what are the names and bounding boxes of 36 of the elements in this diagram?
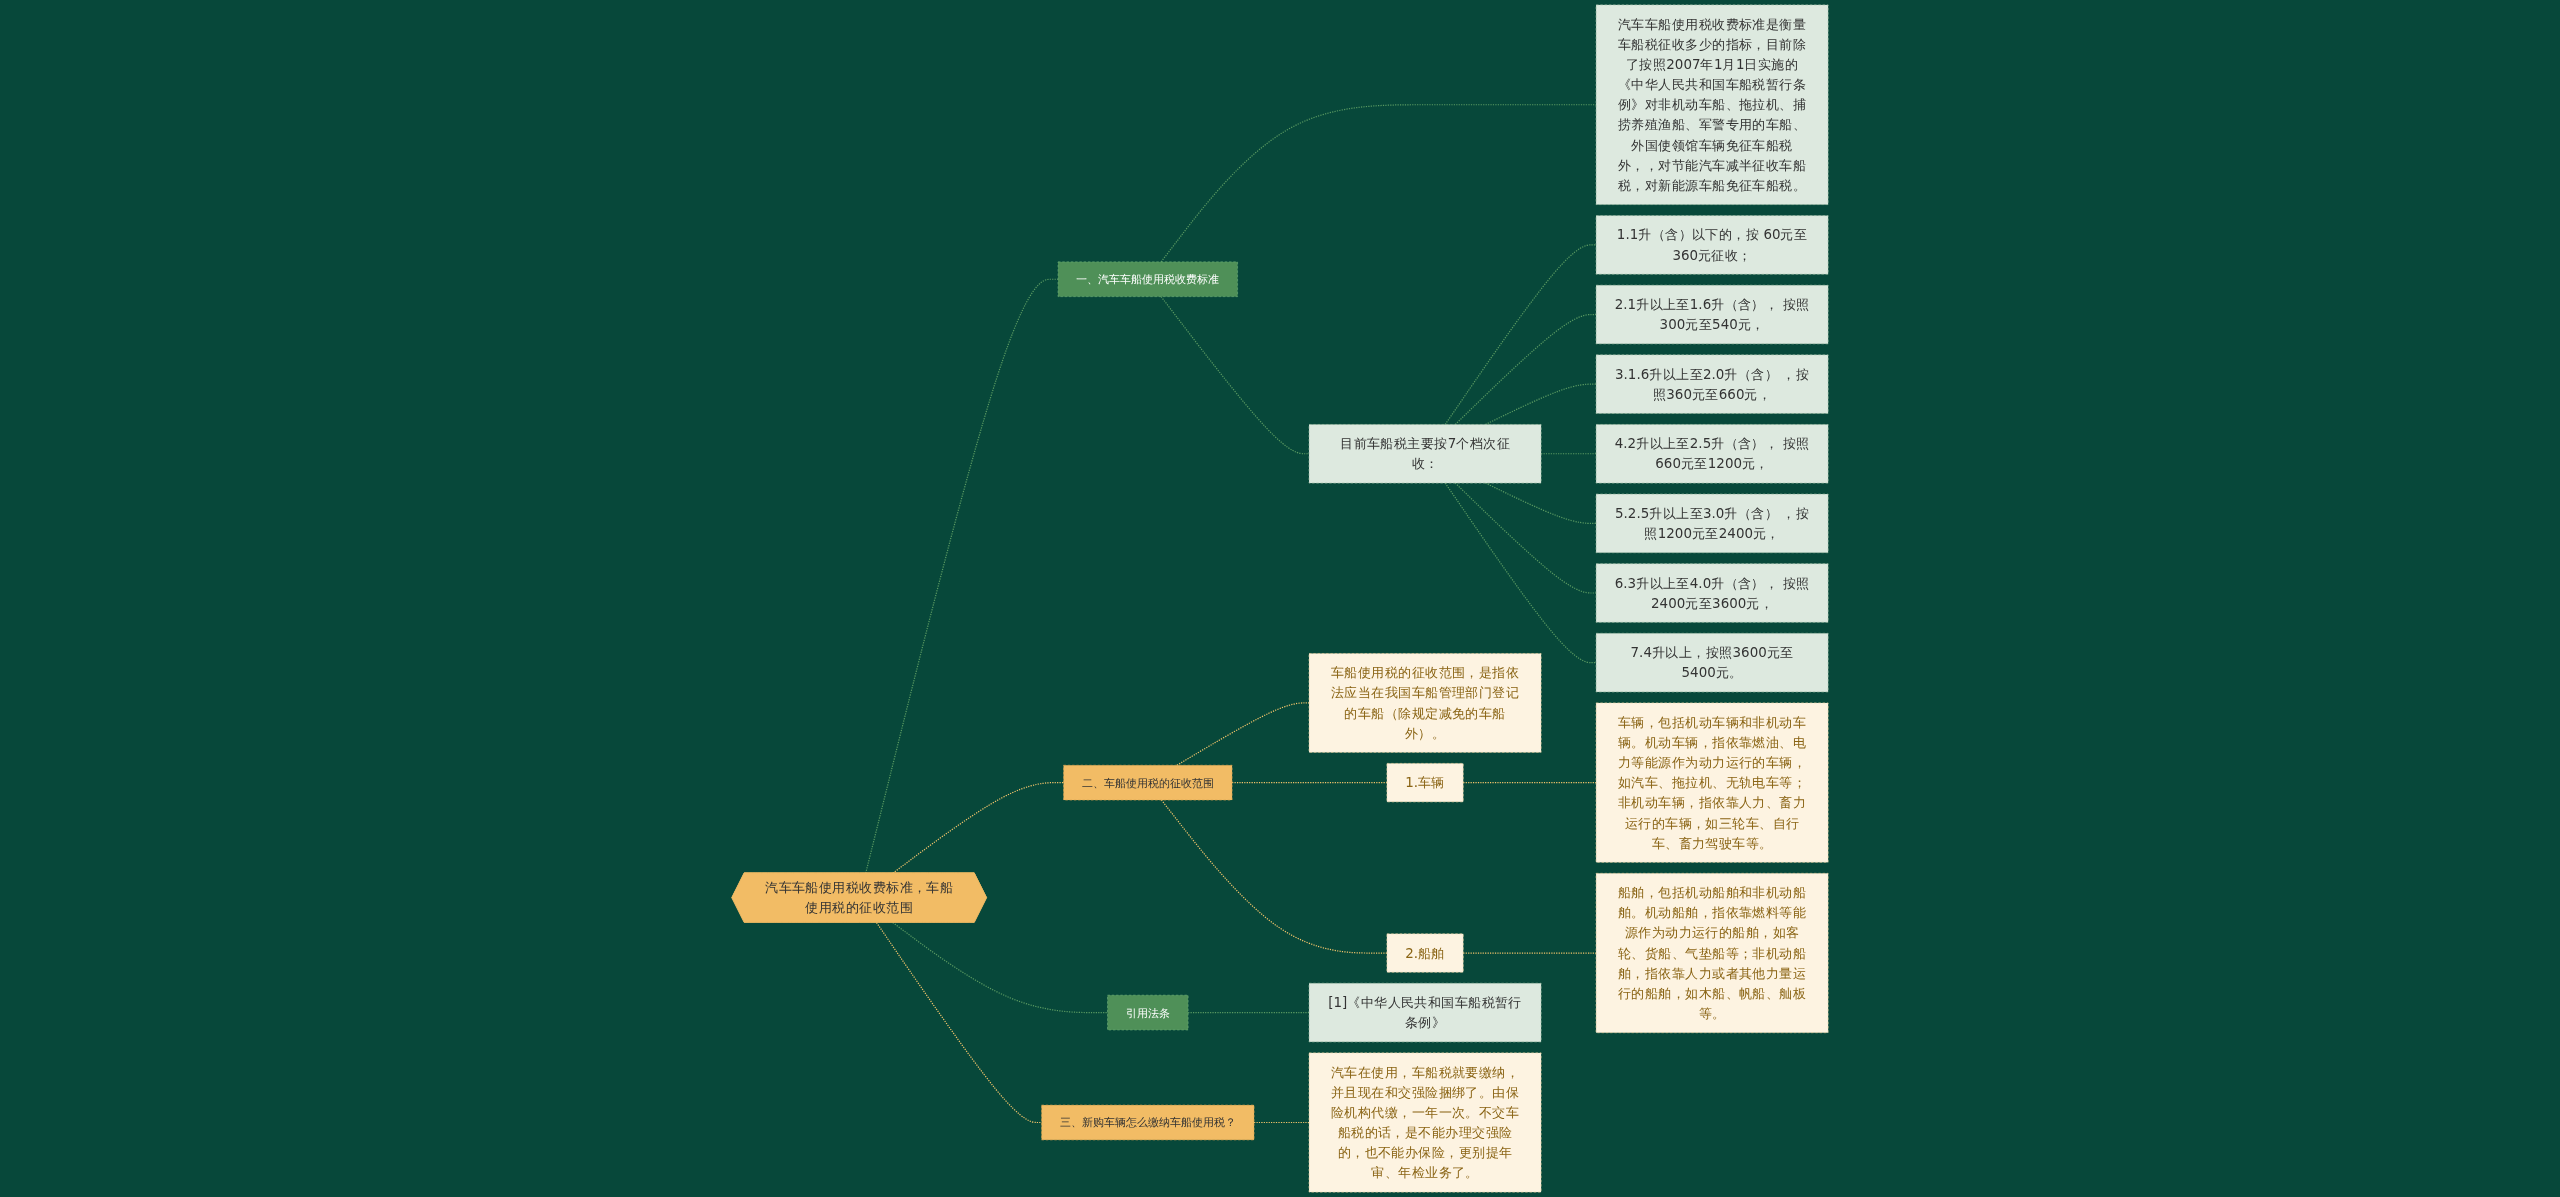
node-box: 2.船舶 — [1386, 933, 1464, 973]
node-box: 汽车在使用，车船税就要缴纳，并且现在和交强险捆绑了。由保险机构代缴，一年一次。不交车船税的话，是不能办理交强险的，也不能办保险，更别提年审、年检业务了。 — [1308, 1052, 1542, 1193]
node-box: 二、车船使用税的征收范围 — [1063, 764, 1233, 801]
connector — [1187, 1011, 1310, 1014]
node-box: 1.1升（含）以下的，按 60元至360元征收； — [1595, 215, 1829, 275]
node-box: 三、新购车辆怎么缴纳车船使用税？ — [1041, 1104, 1255, 1141]
node-box: 车船使用税的征收范围，是指依法应当在我国车船管理部门登记的车船（除规定减免的车船外）。 — [1308, 653, 1542, 753]
node-box: 一、汽车车船使用税收费标准 — [1057, 261, 1238, 297]
connector — [1454, 313, 1597, 426]
connector — [875, 922, 1043, 1124]
node-box: 6.3升以上至4.0升（含）， 按照2400元至3600元， — [1595, 563, 1829, 623]
connector — [1444, 244, 1597, 426]
connector — [1484, 383, 1597, 426]
node-box: 2.1升以上至1.6升（含）， 按照300元至540元， — [1595, 284, 1829, 345]
connector — [892, 922, 1109, 1014]
connector — [1454, 482, 1597, 594]
node-box: 1.车辆 — [1386, 763, 1464, 803]
connector — [865, 278, 1059, 874]
node-box: 5.2.5升以上至3.0升（含） ，按照1200元至2400元， — [1595, 493, 1829, 553]
node-box: 4.2升以上至2.5升（含）， 按照660元至1200元， — [1595, 424, 1829, 484]
node-box: 3.1.6升以上至2.0升（含） ，按照360元至660元， — [1595, 354, 1829, 414]
connector — [1540, 453, 1597, 455]
node-box: 7.4升以上，按照3600元至5400元。 — [1595, 633, 1829, 693]
connector — [1160, 799, 1388, 954]
connector — [1444, 482, 1597, 664]
connector — [1231, 782, 1388, 784]
connector — [1176, 702, 1310, 766]
node-box: 船舶，包括机动船舶和非机动船舶。机动船舶，指依靠燃料等能源作为动力运行的船舶，如客轮、货船、气垫船等；非机动船舶，指依靠人力或者其他力量运行的船舶，如木船、帆船、舢板等。 — [1595, 873, 1829, 1034]
connector — [1160, 296, 1310, 455]
connector — [1253, 1121, 1310, 1124]
connector — [1160, 104, 1597, 263]
node-box: 引用法条 — [1107, 994, 1189, 1031]
node-box: 车辆，包括机动车辆和非机动车辆。机动车辆，指依靠燃油、电力等能源作为动力运行的车辆，如汽车、拖拉机、无轨电车等；非机动车辆，指依靠人力、畜力运行的车辆，如三轮车、自行车、畜力驾驶车等。 — [1595, 702, 1829, 863]
node-box: 汽车车船使用税收费标准是衡量车船税征收多少的指标，目前除了按照2007年1月1日实施的《中华人民共和国车船税暂行条例》对非机动车船、拖拉机、捕捞养殖渔船、军警专用的车船、外国使领馆车辆免征车船税外，，对节能汽车减半征收车船税，对新能源车船免征车船税。 — [1595, 4, 1829, 205]
node-box: [1]《中华人民共和国车船税暂行条例》 — [1308, 982, 1542, 1043]
node-box: 目前车船税主要按7个档次征收： — [1308, 424, 1542, 484]
